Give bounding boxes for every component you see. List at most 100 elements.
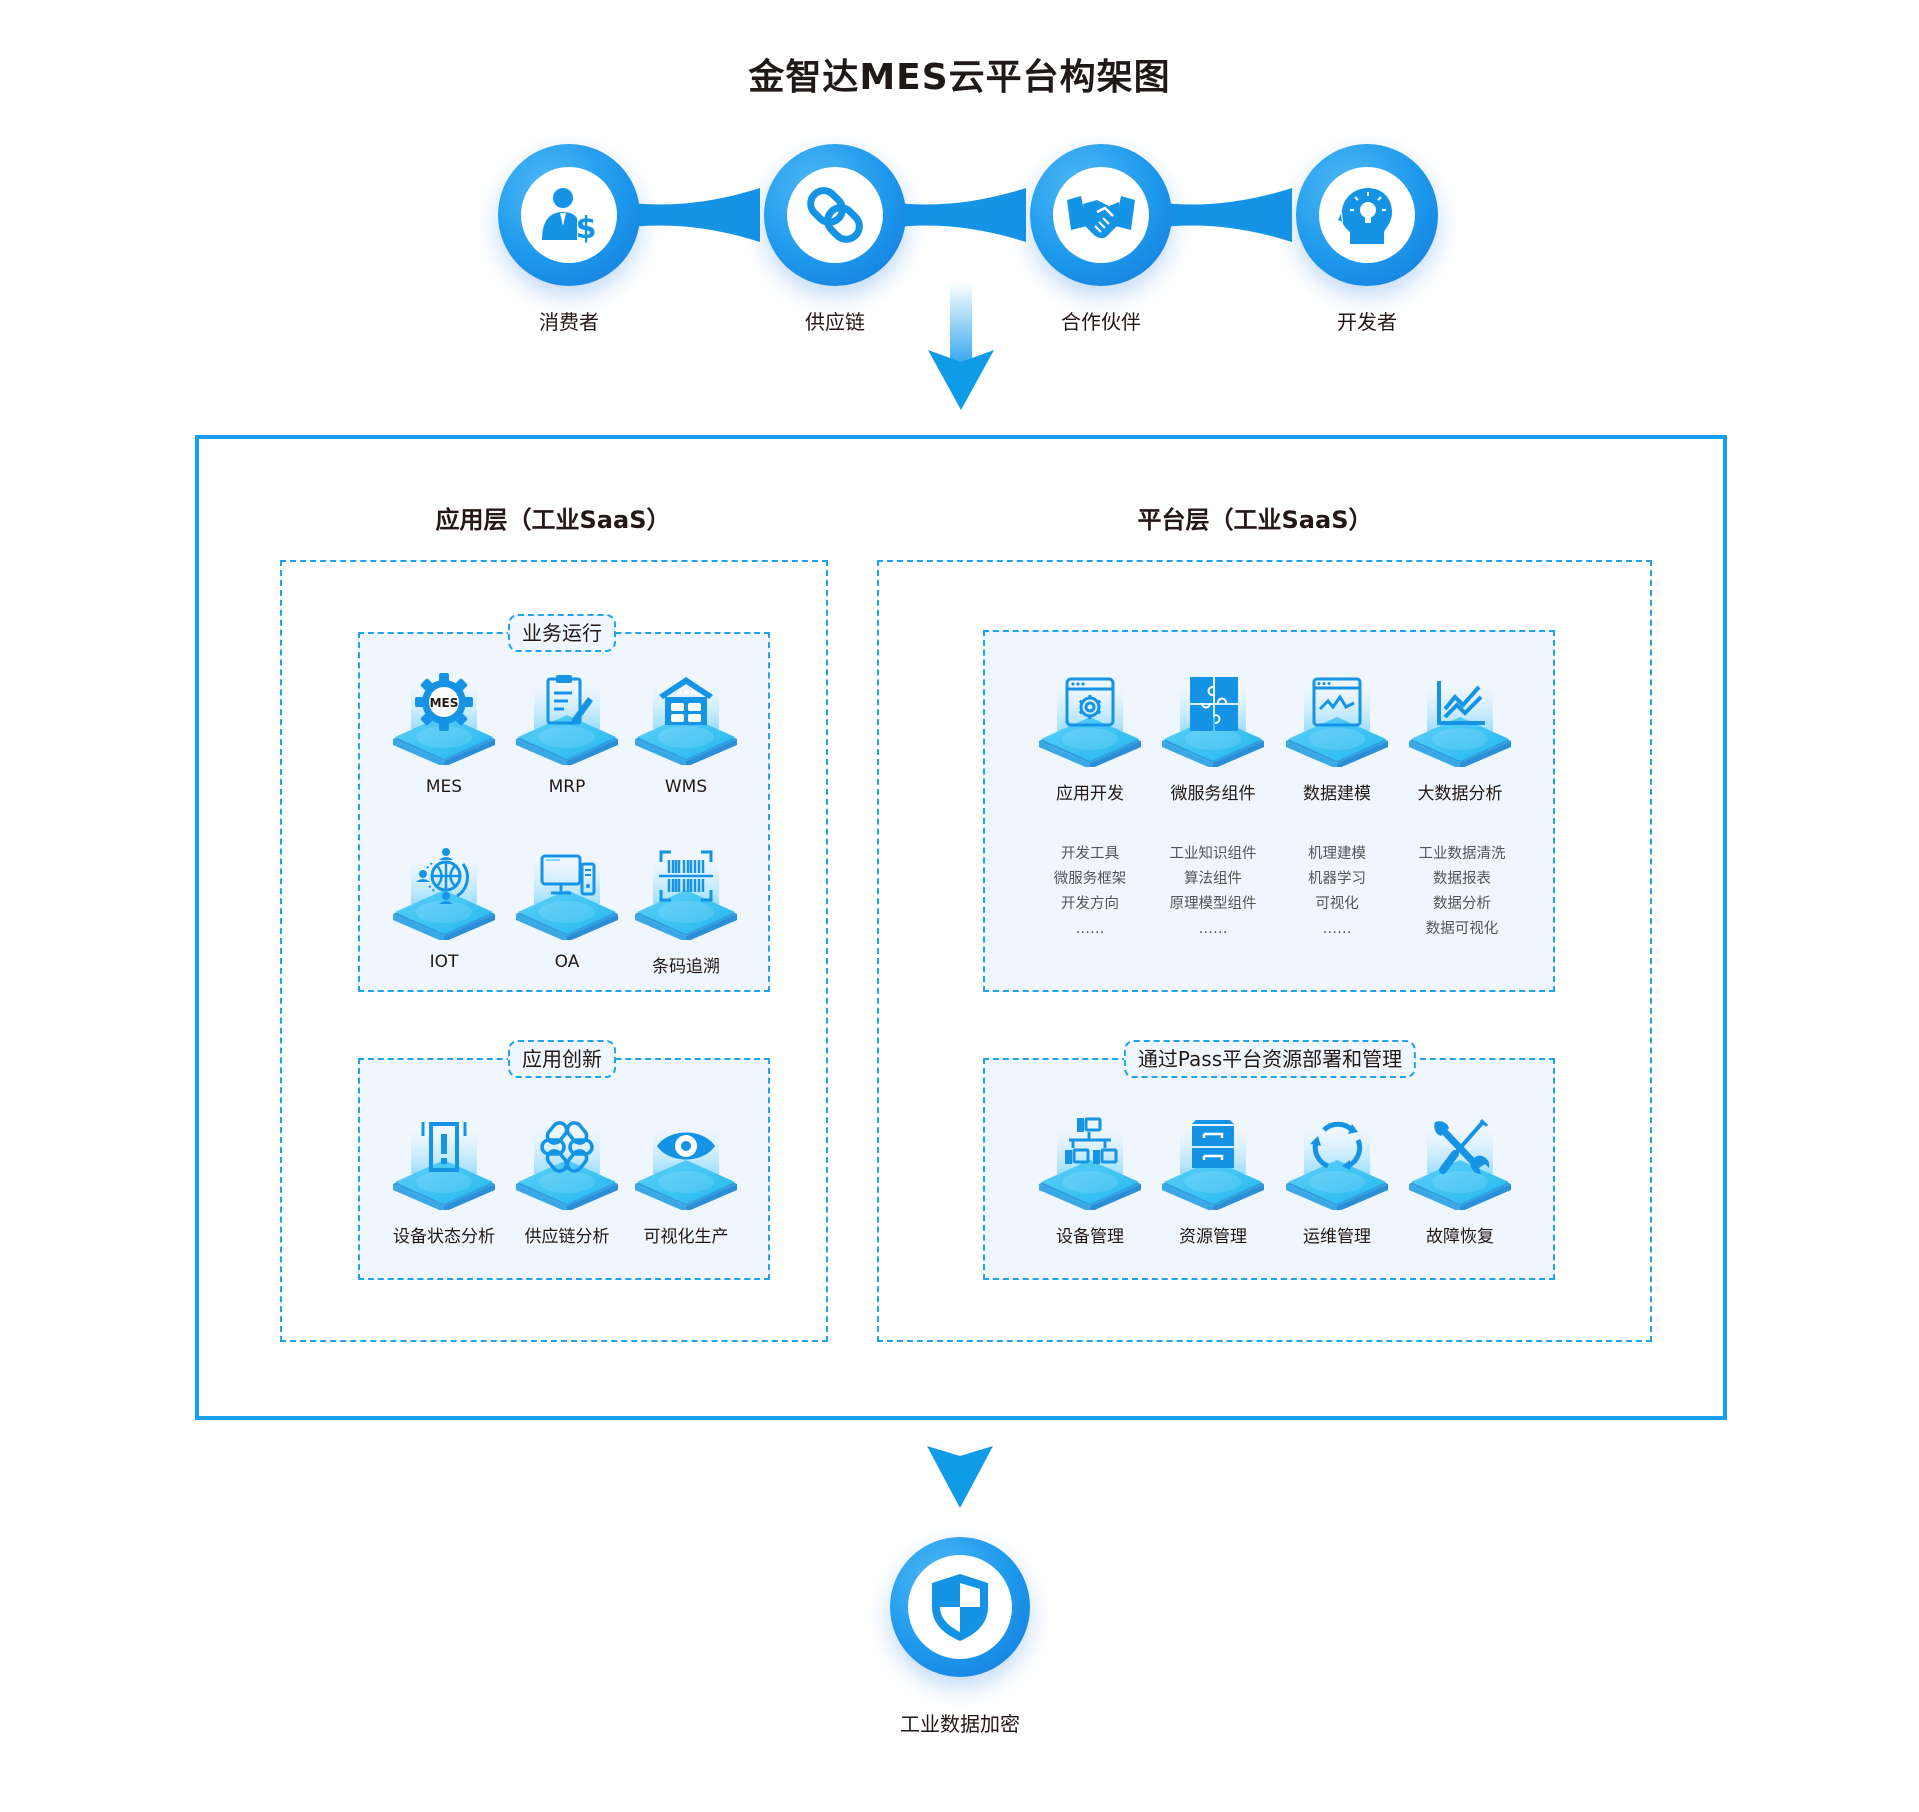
puzzle-icon	[1190, 677, 1238, 731]
feature-list-item: 数据报表	[1433, 871, 1491, 887]
module-tile: 条码追溯	[626, 840, 746, 977]
icon-pedestal	[1158, 1110, 1268, 1212]
item-label: 条码追溯	[652, 957, 720, 977]
stakeholder-chain: $	[490, 140, 1438, 334]
module-tile: 设备状态分析	[384, 1110, 504, 1247]
icon-pedestal	[1405, 667, 1515, 769]
icon-pedestal	[1405, 1110, 1515, 1212]
feature-list-item: ……	[1322, 921, 1352, 937]
group-tag: 通过Pass平台资源部署和管理	[1123, 1040, 1417, 1078]
module-tile: MRP	[507, 665, 627, 797]
stakeholder-supply-chain	[764, 144, 906, 286]
flow-arrow-down	[928, 282, 994, 410]
item-label: 微服务组件	[1170, 784, 1256, 804]
stakeholder-label: 供应链	[805, 310, 865, 334]
stakeholder-label: 开发者	[1337, 310, 1397, 334]
clipboard-pen-icon	[546, 675, 593, 725]
item-label: 故障恢复	[1426, 1227, 1494, 1247]
icon-pedestal	[631, 1110, 741, 1212]
feature-list-item: 开发工具	[1061, 846, 1119, 862]
icon-pedestal	[1282, 1110, 1392, 1212]
window-gear-icon	[1065, 677, 1115, 727]
item-label: 运维管理	[1303, 1227, 1371, 1247]
icon-pedestal	[512, 665, 622, 767]
desktop-computer-icon	[540, 854, 596, 896]
globe-network-icon	[416, 848, 469, 904]
feature-list-item: 原理模型组件	[1169, 896, 1257, 912]
stakeholder-developer	[1296, 144, 1438, 286]
diagram-title: 金智达MES云平台构架图	[748, 57, 1171, 98]
head-lightbulb-icon	[1338, 188, 1392, 244]
group-tag: 应用创新	[508, 1040, 616, 1078]
device-network-icon	[1065, 1117, 1118, 1164]
group-tag: 业务运行	[508, 614, 616, 652]
icon-pedestal	[1282, 667, 1392, 769]
module-tile: 故障恢复	[1400, 1110, 1520, 1247]
barcode-scan-icon	[659, 850, 713, 902]
module-tile: OA	[507, 840, 627, 972]
module-tile: MES MES	[384, 665, 504, 797]
feature-list-item: 机理建模	[1308, 846, 1366, 862]
icon-pedestal	[1035, 1110, 1145, 1212]
feature-list: 机理建模机器学习可视化 ……	[1262, 842, 1412, 942]
application-layer-title: 应用层（工业SaaS）	[435, 506, 671, 534]
feature-list: 工业知识组件算法组件原理模型组件 ……	[1138, 842, 1288, 942]
feature-list: 开发工具微服务框架开发方向 ……	[1015, 842, 1165, 942]
item-label: 供应链分析	[524, 1227, 610, 1247]
icon-pedestal: MES	[389, 665, 499, 767]
module-tile: IOT	[384, 840, 504, 972]
feature-list-item: ……	[1198, 921, 1228, 937]
module-tile: 应用开发	[1030, 667, 1150, 804]
window-chart-icon	[1312, 677, 1362, 727]
module-tile: 大数据分析	[1400, 667, 1520, 804]
item-label: WMS	[664, 777, 708, 797]
item-label: 设备管理	[1056, 1227, 1124, 1247]
stakeholder-label: 消费者	[539, 310, 599, 334]
stakeholder-consumer: $	[498, 144, 640, 286]
module-tile: 资源管理	[1153, 1110, 1273, 1247]
svg-text:MES: MES	[430, 696, 459, 710]
security-label: 工业数据加密	[900, 1712, 1020, 1736]
platform-layer-box	[877, 560, 1652, 1342]
module-tile: 可视化生产	[626, 1110, 746, 1247]
warehouse-icon	[659, 677, 713, 725]
security-circle	[890, 1537, 1030, 1677]
feature-list-item: 算法组件	[1184, 871, 1242, 887]
device-alert-icon	[421, 1122, 467, 1172]
item-label: 资源管理	[1179, 1227, 1247, 1247]
feature-list-item: ……	[1075, 921, 1105, 937]
application-layer-box	[280, 560, 828, 1342]
feature-list-item: 数据分析	[1433, 896, 1491, 912]
icon-pedestal	[631, 840, 741, 942]
module-tile: 供应链分析	[507, 1110, 627, 1247]
feature-list-item: 工业知识组件	[1169, 846, 1257, 862]
item-label: 应用开发	[1056, 784, 1124, 804]
chain-link-icon	[807, 187, 863, 243]
item-label: IOT	[429, 952, 459, 972]
item-label: 可视化生产	[643, 1227, 729, 1247]
feature-list-item: 数据可视化	[1425, 921, 1499, 937]
item-label: 大数据分析	[1417, 784, 1503, 804]
feature-list-item: 开发方向	[1061, 896, 1119, 912]
stakeholder-label: 合作伙伴	[1061, 310, 1141, 334]
platform-layer-title: 平台层（工业SaaS）	[1137, 506, 1373, 534]
module-tile: 设备管理	[1030, 1110, 1150, 1247]
icon-pedestal	[389, 1110, 499, 1212]
module-tile: 运维管理	[1277, 1110, 1397, 1247]
wrench-screwdriver-icon	[1434, 1118, 1490, 1174]
refresh-cycle-icon	[1310, 1121, 1363, 1170]
handshake-icon	[1067, 196, 1135, 239]
stakeholder-partner	[1030, 144, 1172, 286]
feature-list-item: 机器学习	[1308, 871, 1366, 887]
chain-mesh-icon	[540, 1121, 594, 1173]
icon-pedestal	[1158, 667, 1268, 769]
line-chart-icon	[1437, 681, 1485, 725]
icon-pedestal	[631, 665, 741, 767]
feature-list-item: 可视化	[1315, 896, 1359, 912]
module-tile: 微服务组件	[1153, 667, 1273, 804]
icon-pedestal	[512, 1110, 622, 1212]
flow-arrow-down-security	[927, 1446, 993, 1508]
svg-text:$: $	[576, 211, 597, 246]
item-label: MES	[425, 777, 463, 797]
feature-list-item: 微服务框架	[1053, 871, 1127, 887]
